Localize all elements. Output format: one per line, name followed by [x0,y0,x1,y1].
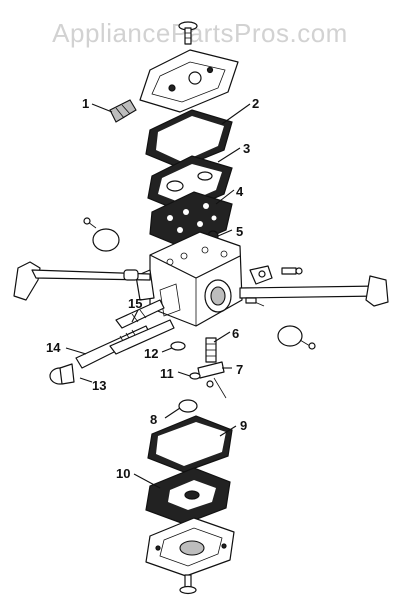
callout-11: 11 [160,366,174,381]
throttle-plate [83,217,120,252]
callout-8: 8 [150,412,157,427]
callout-12: 12 [144,346,158,361]
idle-screw-right [245,297,265,307]
callout-6: 6 [232,326,239,341]
throttle-shaft [13,261,151,301]
callout-7: 7 [236,362,243,377]
small-washer [170,341,186,351]
bottom-screw [179,574,197,595]
watermark-text: AppliancePartsPros.com [52,18,348,48]
inlet-needle-assembly [189,337,227,399]
callout-9: 9 [240,418,247,433]
leader-lines [65,103,251,489]
metering-cover [145,517,235,577]
choke-shaft [239,265,389,307]
callout-13: 13 [92,378,106,393]
metering-diaphragm [145,467,231,525]
callout-1: 1 [82,96,89,111]
callout-5: 5 [236,224,243,239]
pump-cover [139,49,239,113]
choke-plate [277,325,316,350]
carburetor-body [135,231,243,327]
metering-gasket [147,415,233,473]
callout-10: 10 [116,466,130,481]
callout-15: 15 [128,296,142,311]
metering-disc [178,399,198,413]
callout-14: 14 [46,340,61,355]
fuel-inlet-fitting [109,99,137,123]
callout-3: 3 [243,141,250,156]
callout-4: 4 [236,184,244,199]
adjustment-needles [75,299,175,369]
top-screw [178,21,198,45]
limiter-cap [49,363,75,385]
callout-2: 2 [252,96,259,111]
pump-gasket [145,109,233,169]
